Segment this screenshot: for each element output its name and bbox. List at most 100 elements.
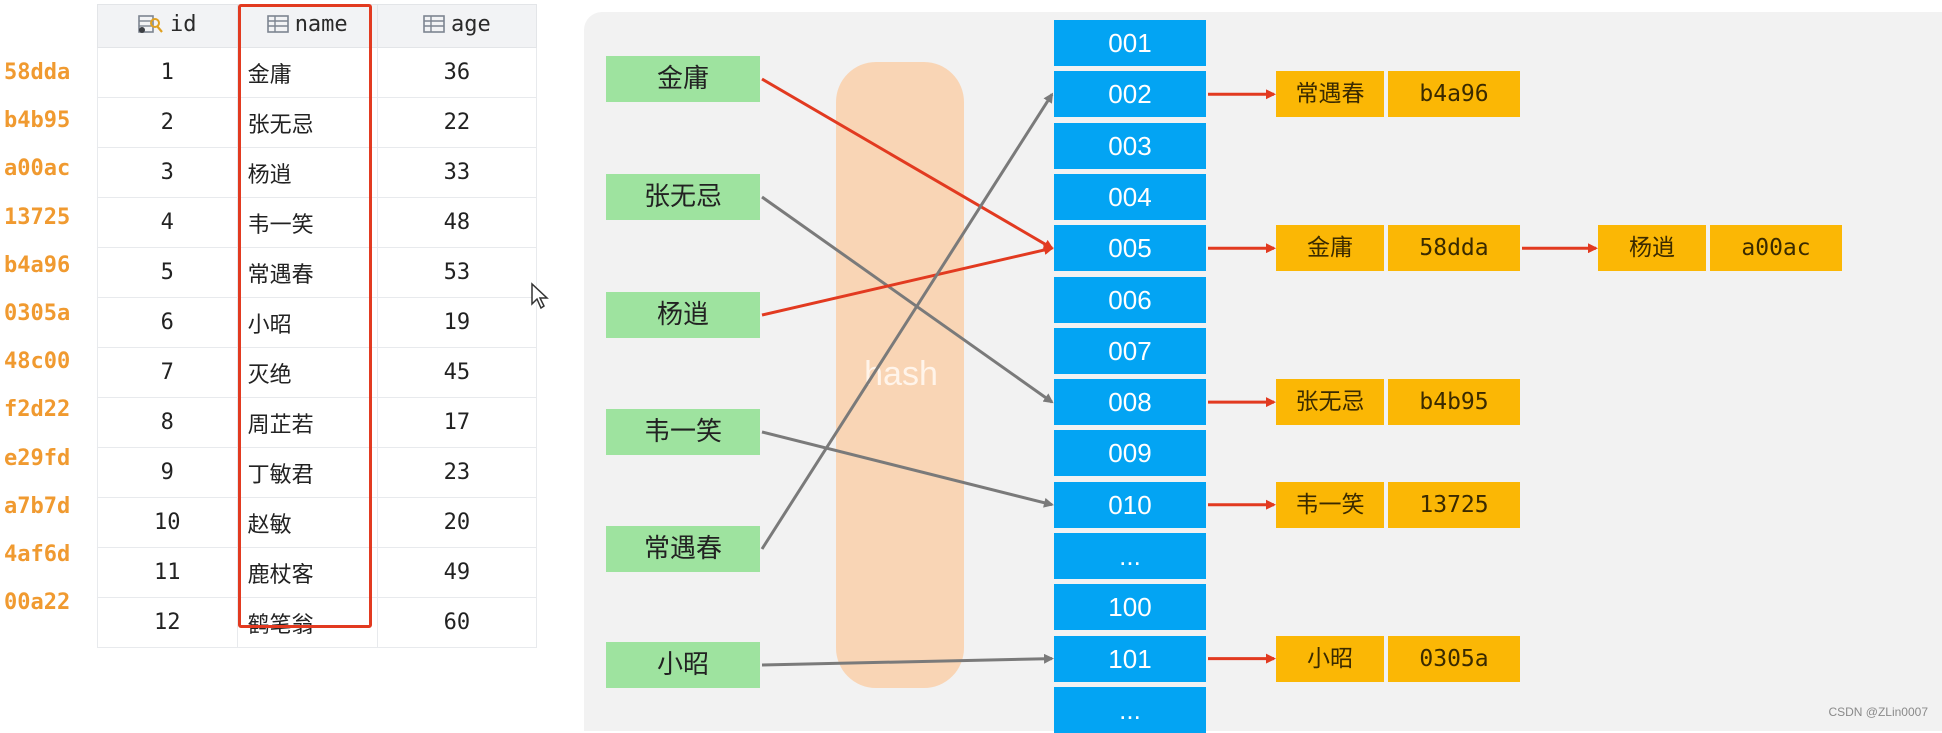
watermark: CSDN @ZLin0007 <box>1828 705 1928 719</box>
bucket-slot: 001 <box>1054 20 1206 66</box>
key-box: 张无忌 <box>606 174 760 220</box>
entry-hash: a00ac <box>1710 225 1842 272</box>
cell-name: 金庸 <box>236 47 378 98</box>
row-id: b4b95 <box>4 108 71 134</box>
mapping-arrow <box>761 653 1054 667</box>
mapping-arrow <box>761 195 1054 404</box>
data-table: id name <box>97 4 538 648</box>
entry-hash: 58dda <box>1388 225 1520 272</box>
entry-name: 小昭 <box>1276 635 1384 682</box>
cell-age: 49 <box>376 547 538 598</box>
key-box: 杨逍 <box>606 292 760 338</box>
cell-age: 20 <box>376 497 538 548</box>
entry-name: 张无忌 <box>1276 379 1384 426</box>
entry-hash: b4b95 <box>1388 379 1520 426</box>
cell-age: 17 <box>376 397 538 448</box>
cell-id: 3 <box>97 147 238 198</box>
table-column-icon <box>266 14 289 40</box>
hash-function-band <box>836 62 964 688</box>
bucket-slot: 008 <box>1054 379 1206 426</box>
bucket-slot: 005 <box>1054 225 1206 272</box>
cell-id: 9 <box>97 447 238 498</box>
bucket-slot: 100 <box>1054 584 1206 631</box>
column-header-id[interactable]: id <box>97 4 238 48</box>
column-header-name-label: name <box>294 12 348 37</box>
column-header-age-label: age <box>451 12 491 37</box>
entry-hash: 0305a <box>1388 635 1520 682</box>
entry-hash: 13725 <box>1388 481 1520 528</box>
key-box: 常遇春 <box>606 526 760 572</box>
cell-name: 张无忌 <box>236 97 378 148</box>
row-id: 13725 <box>4 204 71 230</box>
cell-name: 韦一笑 <box>236 197 378 248</box>
bucket-slot: ... <box>1054 686 1206 733</box>
cell-id: 12 <box>97 597 238 648</box>
table-header-row: id name <box>97 4 538 48</box>
cell-name: 常遇春 <box>236 247 378 298</box>
entry-hash: b4a96 <box>1388 71 1520 118</box>
cell-id: 5 <box>97 247 238 298</box>
cell-name: 杨逍 <box>236 147 378 198</box>
name-column-highlight <box>238 4 372 628</box>
cell-id: 7 <box>97 347 238 398</box>
cell-age: 48 <box>376 197 538 248</box>
column-header-id-label: id <box>170 12 197 37</box>
row-id: 0305a <box>4 301 71 326</box>
cell-id: 11 <box>97 547 238 598</box>
mouse-cursor-icon <box>530 282 550 314</box>
entry-name: 金庸 <box>1276 225 1384 272</box>
bucket-slot: 007 <box>1054 327 1206 374</box>
cell-age: 36 <box>376 47 538 98</box>
bucket-slot: 002 <box>1054 71 1206 118</box>
bucket-slot: ... <box>1054 533 1206 579</box>
column-header-age[interactable]: age <box>376 4 538 48</box>
row-id: f2d22 <box>4 397 71 423</box>
cell-age: 45 <box>376 347 538 398</box>
row-id: a7b7d <box>4 493 71 519</box>
bucket-slot: 004 <box>1054 173 1206 220</box>
bucket-slot: 006 <box>1054 276 1206 323</box>
mapping-arrow <box>761 245 1054 317</box>
bucket-slot: 101 <box>1054 635 1206 682</box>
key-box: 小昭 <box>606 642 760 688</box>
cell-name: 灭绝 <box>236 347 378 398</box>
hash-label: hash <box>864 355 938 393</box>
mapping-arrow <box>761 430 1054 508</box>
entry-name: 常遇春 <box>1276 71 1384 118</box>
bucket-slot: 009 <box>1054 430 1206 477</box>
entry-name: 韦一笑 <box>1276 481 1384 528</box>
row-id: 00a22 <box>4 590 71 616</box>
cell-name: 鹿杖客 <box>236 547 378 598</box>
cell-name: 小昭 <box>236 297 378 348</box>
bucket-slot: 003 <box>1054 122 1206 169</box>
key-box: 金庸 <box>606 56 760 102</box>
cell-name: 丁敏君 <box>236 447 378 498</box>
hash-diagram-panel <box>584 12 1942 731</box>
entry-name: 杨逍 <box>1598 225 1706 272</box>
cell-age: 19 <box>376 297 538 348</box>
cell-name: 周芷若 <box>236 397 378 448</box>
cell-age: 22 <box>376 97 538 148</box>
column-header-name[interactable]: name <box>236 4 378 48</box>
row-id: e29fd <box>4 445 71 471</box>
row-id: 48c00 <box>4 349 71 375</box>
row-id: 4af6d <box>4 542 71 567</box>
row-id: b4a96 <box>4 252 71 278</box>
cell-age: 60 <box>376 597 538 648</box>
mapping-arrow <box>761 77 1054 250</box>
cell-id: 6 <box>97 297 238 348</box>
cell-age: 23 <box>376 447 538 498</box>
mapping-arrow <box>760 92 1054 550</box>
table-column-icon <box>423 14 445 40</box>
